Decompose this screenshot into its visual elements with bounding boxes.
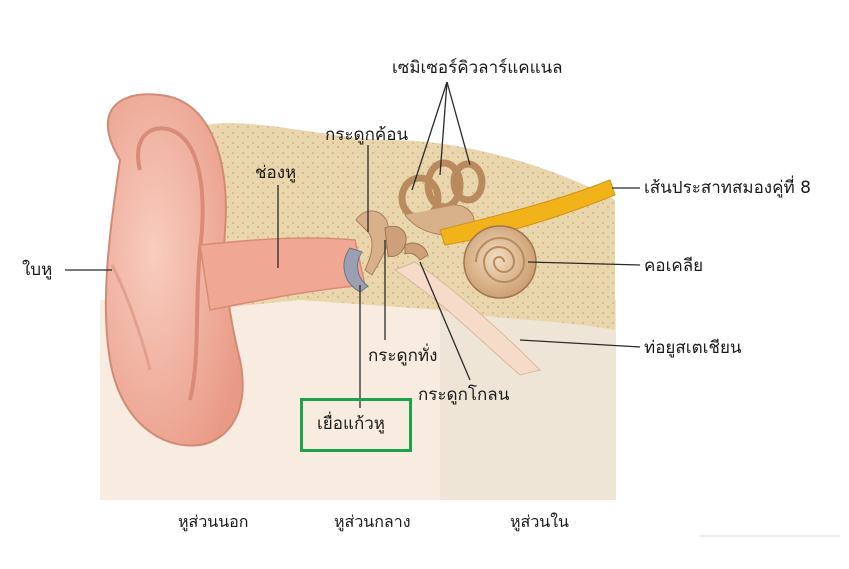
pinna-shape [104,93,244,447]
label-vestibulocochlear-nerve: เส้นประสาทสมองคู่ที่ 8 [644,178,811,198]
label-eardrum: เยื่อแก้วหู [317,414,385,434]
pinna-inner-fold [110,264,152,371]
cochlea-shape [463,225,537,299]
label-ear-canal: ช่องหู [255,163,297,183]
pinna-fold [136,126,205,401]
stapes-shape [404,242,429,261]
label-semicircular-canals: เซมิเซอร์คิวลาร์แคแนล [392,58,563,78]
section-middle-ear: หูส่วนกลาง [334,512,411,531]
section-outer-ear: หูส่วนนอก [178,512,249,531]
eardrum-shape [343,247,369,293]
cochlea-spiral [475,237,526,283]
leader-lines [65,81,641,408]
label-eustachian-tube: ท่อยูสเตเชียน [644,338,742,358]
label-incus: กระดูกทั่ง [368,346,438,366]
label-stapes: กระดูกโกลน [418,385,510,405]
divider [700,535,840,537]
label-malleus: กระดูกค้อน [325,125,409,145]
malleus-shape [355,210,390,276]
label-cochlea: คอเคลีย [644,256,704,276]
eustachian-tube-shape [393,261,541,376]
section-inner-ear: หูส่วนใน [510,512,569,531]
inner-ear-background [440,300,616,500]
label-pinna: ใบหู [22,260,53,280]
eardrum-highlight-box [300,398,412,452]
